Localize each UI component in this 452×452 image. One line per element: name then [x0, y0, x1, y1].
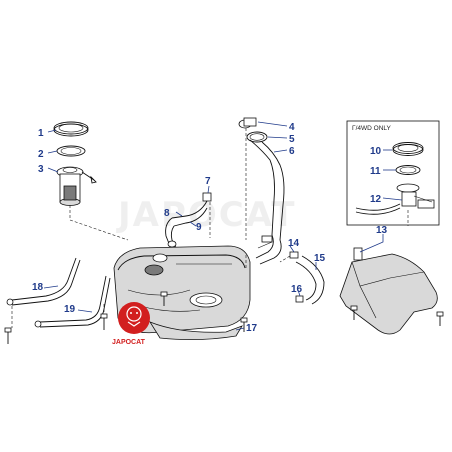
tank-protector	[339, 247, 444, 335]
assembly-lines	[11, 128, 409, 328]
callout-12: 12	[370, 194, 382, 205]
callout-18: 18	[32, 282, 44, 293]
callout-14: 14	[288, 238, 300, 249]
callout-3: 3	[38, 164, 44, 175]
callout-8: 8	[164, 208, 170, 219]
tank-strap-18	[6, 257, 81, 306]
fuel-pump-assembly	[53, 121, 97, 206]
callout-16: 16	[291, 284, 303, 295]
callout-15: 15	[314, 253, 326, 264]
callout-1: 1	[38, 128, 44, 139]
callout-4: 4	[289, 122, 295, 133]
inset-caption: Γ/4WD ONLY	[352, 125, 392, 132]
callout-9: 9	[196, 222, 202, 233]
bolts	[4, 291, 248, 344]
callout-11: 11	[370, 166, 381, 177]
callout-10: 10	[370, 146, 382, 157]
callout-13: 13	[376, 225, 388, 236]
leader-lines	[43, 121, 403, 331]
clamp-16	[295, 295, 304, 303]
filler-hose-15	[295, 255, 325, 305]
callout-19: 19	[64, 304, 76, 315]
callout-5: 5	[289, 134, 295, 145]
watermark-text: JAPOCAT	[116, 195, 297, 235]
clamp-14	[289, 251, 299, 259]
heat-insulator	[149, 321, 243, 340]
inset-4wd-box: Γ/4WD ONLY	[346, 120, 440, 226]
callout-numbers: 1 2 3 4 5 6 7 8 9 10 11 12 13 14 15 16 1…	[32, 122, 388, 334]
filler-neck-assembly	[238, 117, 285, 265]
logo-text: JAPOCAT	[112, 339, 146, 346]
callout-2: 2	[38, 149, 44, 160]
callout-7: 7	[205, 176, 211, 187]
japocat-logo: JAPOCAT	[112, 302, 150, 346]
breather-hose-assembly	[165, 192, 212, 249]
callout-6: 6	[289, 146, 295, 157]
callout-17: 17	[246, 323, 258, 334]
